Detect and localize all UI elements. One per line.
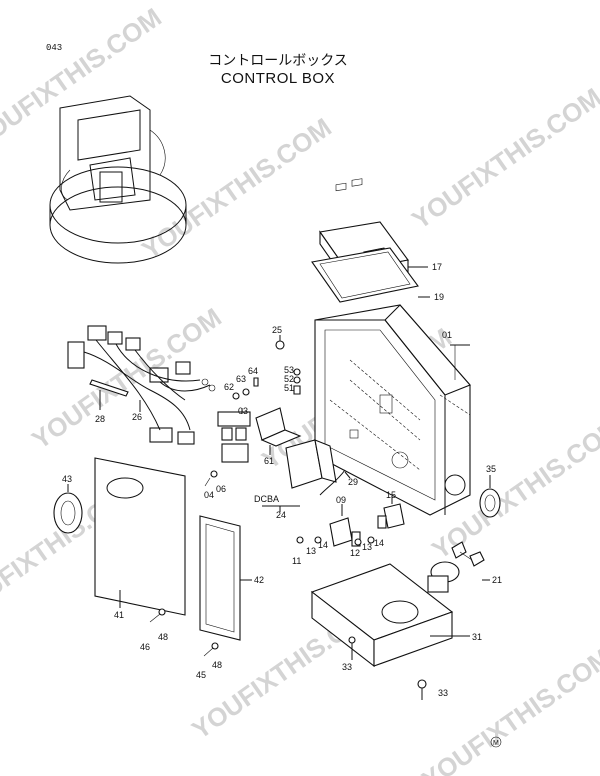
part-28-tie-strap [89,379,129,410]
label-21: 21 [492,575,502,585]
label-01: 01 [442,330,452,340]
label-06: 06 [216,484,226,494]
label-52: 52 [284,374,294,384]
part-42-side-panel [199,515,252,641]
part-35-grommet [479,475,501,518]
label-15: 15 [386,490,396,500]
watermark: YOUFIXTHIS.COM [0,2,167,155]
label-13: 13 [306,546,316,556]
part-03-relay-block [217,408,251,463]
part-43-grommet [53,484,83,534]
part-15-relay [377,496,405,529]
mark-letter: M [493,740,499,747]
part-19-gasket [311,247,430,303]
part-29-harness [319,469,351,496]
part-26-wiring-harness [67,325,216,445]
label-35: 35 [486,464,496,474]
part-61-bracket [255,407,302,455]
label-11: 11 [292,556,301,566]
label-13: 13 [362,542,372,552]
page-number: 043 [46,43,62,53]
part-41-side-panel [94,457,186,616]
label-17: 17 [432,262,442,272]
label-24: 24 [276,510,286,520]
label-04: 04 [204,490,214,500]
label-62: 62 [224,382,234,392]
label-12: 12 [350,548,360,558]
registered-mark: M [490,736,502,748]
part-21-key-switch [427,541,490,593]
label-29: 29 [348,477,358,487]
label-03: 03 [238,406,248,416]
watermark: YOUFIXTHIS.COM [406,82,600,235]
label-48: 48 [158,632,168,642]
label-33: 33 [342,662,352,672]
label-42: 42 [254,575,264,585]
label-41: 41 [114,610,124,620]
label-63: 63 [236,374,246,384]
part-24-controller [262,439,337,512]
label-46: 46 [140,642,150,652]
label-51: 51 [284,383,294,393]
connector-letters: DCBA [254,494,279,504]
label-33: 33 [438,688,448,698]
label-26: 26 [132,412,142,422]
label-45: 45 [196,670,206,680]
fasteners [149,335,427,700]
label-25: 25 [272,325,282,335]
label-28: 28 [95,414,105,424]
title-japanese: コントロールボックス [208,53,348,69]
label-09: 09 [336,495,346,505]
label-43: 43 [62,474,72,484]
label-53: 53 [284,365,294,375]
label-61: 61 [264,456,274,466]
label-19: 19 [434,292,444,302]
title-english: CONTROL BOX [221,70,335,87]
label-64: 64 [248,366,258,376]
watermark: YOUFIXTHIS.COM [26,302,227,455]
excavator-illustration [49,95,187,264]
part-31-lower-cover [310,563,470,668]
label-14: 14 [318,540,328,550]
part-01-control-box [314,304,471,516]
part-labels: 17 19 01 25 53 52 51 64 63 62 03 61 28 2… [62,262,502,698]
part-09-relay [329,504,361,547]
watermark: YOUFIXTHIS.COM [136,112,337,265]
label-48: 48 [212,660,222,670]
watermark: YOUFIXTHIS.COM [416,642,600,776]
label-31: 31 [472,632,482,642]
label-14: 14 [374,538,384,548]
